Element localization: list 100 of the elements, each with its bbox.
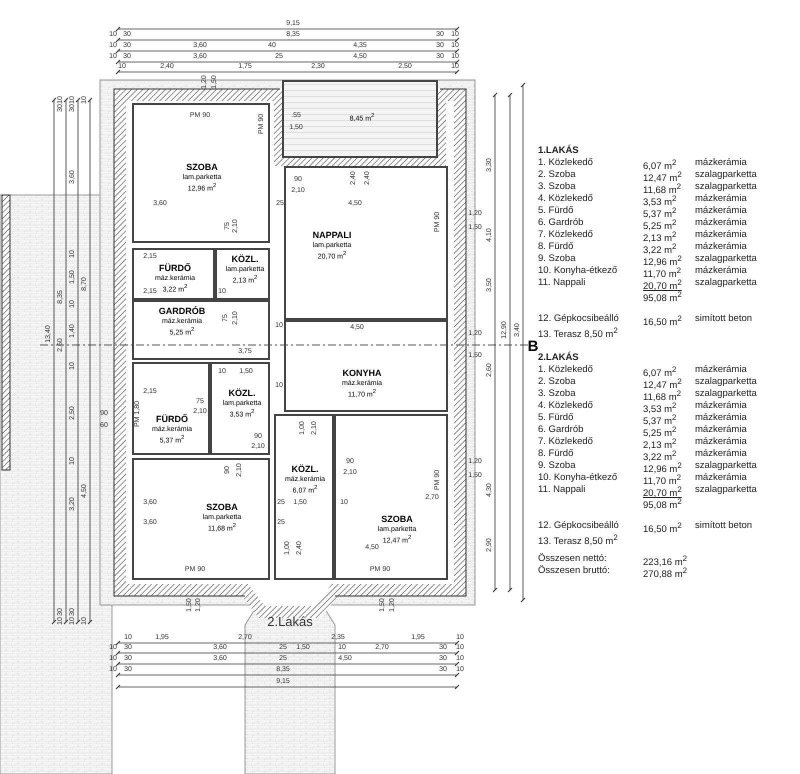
room xyxy=(132,300,270,360)
room-list-item: 3. Szoba xyxy=(538,388,576,399)
room-list-item: 10. Konyha-étkező xyxy=(538,265,618,276)
area-value: 2,13 m$^{2}$ xyxy=(643,230,676,244)
room xyxy=(215,248,270,300)
room-list-item: 6. Gardrób xyxy=(538,424,584,435)
room-list-item: 4. Közlekedő xyxy=(538,193,593,204)
room-name: SZOBA xyxy=(205,502,239,513)
terrace-area xyxy=(282,80,438,158)
room-name: SZOBA xyxy=(185,162,219,173)
table-heading: 2.LAKÁS xyxy=(538,352,579,363)
area-value: 16,50 m$^{2}$ xyxy=(643,313,682,328)
floor-material: simított beton xyxy=(695,313,752,324)
floor-material: szalagparketta xyxy=(695,253,757,264)
room-list-item: 8. Fürdő xyxy=(538,448,574,459)
floor-material: szalagparketta xyxy=(695,484,757,495)
room-name: KÖZL. xyxy=(290,464,320,475)
floor-material: simított beton xyxy=(695,520,752,531)
floor-material: mázkerámia xyxy=(695,265,747,276)
room-list-item: 8. Fürdő xyxy=(538,241,574,252)
area-value: 20,70 m$^{2}$ xyxy=(643,278,682,292)
room xyxy=(132,362,210,455)
area-value: 12,47 m$^{2}$ xyxy=(643,377,682,392)
area-value: 6,07 m$^{2}$ xyxy=(643,157,676,172)
room-name: KONYHA xyxy=(342,368,382,379)
room-name: KÖZL. xyxy=(230,254,260,265)
area-value: 16,50 m$^{2}$ xyxy=(643,520,682,536)
area-value: 11,68 m$^{2}$ xyxy=(643,389,682,404)
floor-material: mázkerámia xyxy=(695,193,747,204)
floor-material: mázkerámia xyxy=(695,205,747,216)
room-name: SZOBA xyxy=(380,514,414,525)
floor-material: mázkerámia xyxy=(695,424,747,435)
area-value: 11,70 m$^{2}$ xyxy=(643,266,682,280)
room-list-item: 9. Szoba xyxy=(538,460,576,471)
area-value: 5,37 m$^{2}$ xyxy=(643,413,676,428)
room-list-item: 3. Szoba xyxy=(538,181,576,192)
area-total: 95,08 m$^{2}$ xyxy=(643,497,682,512)
room-name: GARDRÓB xyxy=(158,306,206,317)
floor-material: mázkerámia xyxy=(695,229,747,240)
area-value: 5,37 m$^{2}$ xyxy=(643,206,676,220)
room-list-item: 12. Gépkocsibeálló xyxy=(538,313,619,324)
apartment-label: 2.Lakás xyxy=(267,615,313,629)
area-value: 20,70 m$^{2}$ xyxy=(643,485,682,500)
area-value: 3,53 m$^{2}$ xyxy=(643,194,676,208)
room-list-item: 12. Gépkocsibeálló xyxy=(538,520,619,531)
area-value: 2,13 m$^{2}$ xyxy=(643,437,676,452)
total-label: Összesen nettó: xyxy=(538,553,607,564)
room-name: NAPPALI xyxy=(312,230,352,241)
room xyxy=(334,414,448,580)
room-list-item: 2. Szoba xyxy=(538,169,576,180)
room-list-item: 2. Szoba xyxy=(538,376,576,387)
room-list-item: 13. Terasz 8,50 m$^{2}$ xyxy=(538,532,618,548)
room xyxy=(132,248,215,300)
area-value: 12,96 m$^{2}$ xyxy=(643,254,682,268)
room-list-item: 10. Konyha-étkező xyxy=(538,472,618,483)
section-marker: B xyxy=(528,339,538,355)
floor-material: mázkerámia xyxy=(695,412,747,423)
floor-material: mázkerámia xyxy=(695,472,747,483)
area-value: 11,70 m$^{2}$ xyxy=(643,473,682,488)
room-list-item: 1. Közlekedő xyxy=(538,364,593,375)
floor-material: szalagparketta xyxy=(695,460,757,471)
floor-material: mázkerámia xyxy=(695,157,747,168)
floor-material: mázkerámia xyxy=(695,364,747,375)
floor-material: szalagparketta xyxy=(695,277,757,288)
room-list-item: 11. Nappali xyxy=(538,484,586,495)
room xyxy=(210,362,270,455)
total-label: Összesen bruttó: xyxy=(538,565,610,576)
area-value: 12,96 m$^{2}$ xyxy=(643,461,682,476)
floor-material: szalagparketta xyxy=(695,376,757,387)
area-total: 223,16 m$^{2}$ xyxy=(643,553,688,568)
room xyxy=(284,166,448,320)
table-heading: 1.LAKÁS xyxy=(538,145,579,156)
room-name: KÖZL. xyxy=(228,388,256,399)
room-list-item: 1. Közlekedő xyxy=(538,157,593,168)
room-list-item: 7. Közlekedő xyxy=(538,436,593,447)
area-value: 5,25 m$^{2}$ xyxy=(643,425,676,440)
area-value: 3,22 m$^{2}$ xyxy=(643,242,676,256)
floor-material: mázkerámia xyxy=(695,400,747,411)
room xyxy=(132,103,270,243)
room-list-item: 6. Gardrób xyxy=(538,217,584,228)
room-list-item: 4. Közlekedő xyxy=(538,400,593,411)
room xyxy=(284,320,448,412)
floor-material: szalagparketta xyxy=(695,388,757,399)
room-name: FÜRDŐ xyxy=(158,263,192,274)
room-list-item: 5. Fürdő xyxy=(538,412,574,423)
floor-material: mázkerámia xyxy=(695,241,747,252)
area-value: 6,07 m$^{2}$ xyxy=(643,364,676,380)
room xyxy=(132,458,270,580)
area-total: 95,08 m$^{2}$ xyxy=(643,290,682,304)
room-name: FÜRDŐ xyxy=(155,414,189,425)
room-list-item: 7. Közlekedő xyxy=(538,229,593,240)
room-list-item: 13. Terasz 8,50 m$^{2}$ xyxy=(538,325,618,340)
room xyxy=(274,414,334,580)
area-value: 3,22 m$^{2}$ xyxy=(643,449,676,464)
floor-material: szalagparketta xyxy=(695,181,757,192)
floor-material: mázkerámia xyxy=(695,217,747,228)
room-list-item: 9. Szoba xyxy=(538,253,576,264)
area-value: 12,47 m$^{2}$ xyxy=(643,170,682,184)
area-total: 270,88 m$^{2}$ xyxy=(643,566,688,580)
room-list-item: 11. Nappali xyxy=(538,277,586,288)
